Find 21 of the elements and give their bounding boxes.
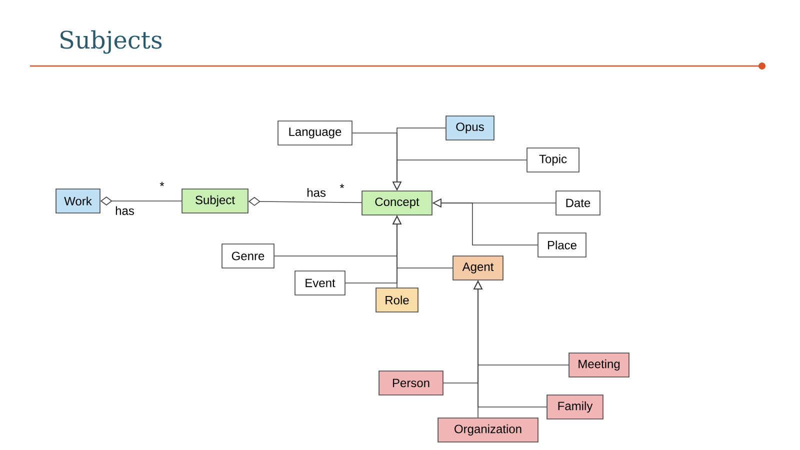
class-box: Work [56,188,100,214]
class-box: Organization [438,418,538,442]
class-box: Subject [182,188,248,214]
class-box: Family [546,394,604,420]
class-box: Genre [222,244,274,268]
edge-label: has [307,188,326,197]
edge-label: has [116,206,134,215]
class-box: Person [378,370,444,396]
class-box: Language [278,120,352,146]
class-box: Meeting [568,352,630,378]
class-box: Concept [362,190,432,216]
class-box: Event [294,270,346,296]
class-box: Topic [526,148,580,172]
class-box: Role [376,288,418,312]
class-box: Date [556,190,600,216]
multiplicity-label: * [160,182,164,186]
multiplicity-label: * [340,184,344,188]
class-box: Agent [452,256,504,280]
title: Subjects [60,30,162,54]
class-box: Place [538,232,586,258]
class-box: Opus [446,116,494,140]
